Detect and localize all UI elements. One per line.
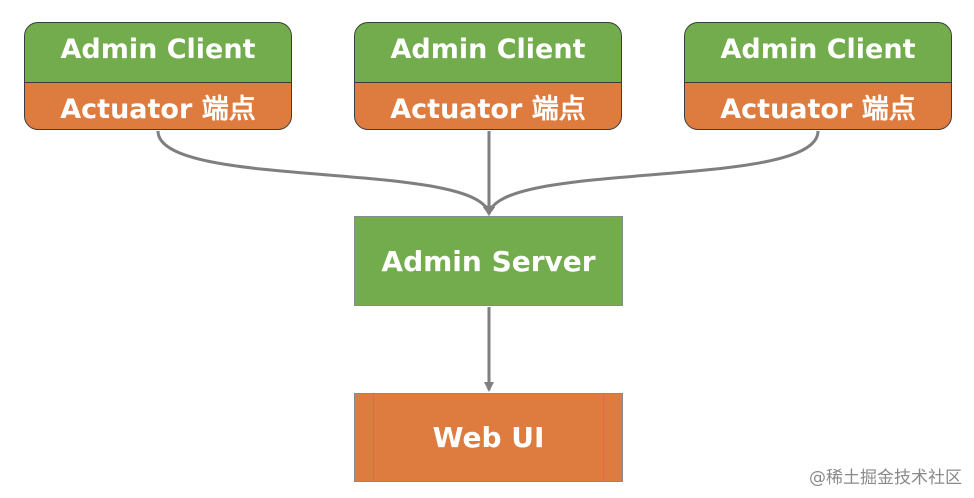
web-ui-label: Web UI: [432, 421, 545, 454]
actuator-endpoint-label: Actuator 端点: [24, 82, 292, 130]
admin-client-title: Admin Client: [354, 22, 622, 84]
admin-client-title: Admin Client: [684, 22, 952, 84]
web-ui-right-divider: [603, 394, 604, 481]
arrow-client1-to-server: [156, 130, 493, 216]
admin-server-label: Admin Server: [381, 244, 596, 278]
admin-client-node-1: Admin Client Actuator 端点: [24, 22, 292, 130]
admin-client-node-2: Admin Client Actuator 端点: [354, 22, 622, 130]
actuator-endpoint-label: Actuator 端点: [684, 82, 952, 130]
arrow-client3-to-server: [485, 130, 820, 216]
admin-client-node-3: Admin Client Actuator 端点: [684, 22, 952, 130]
web-ui-left-divider: [373, 394, 374, 481]
admin-server-node: Admin Server: [354, 216, 623, 306]
watermark: @稀土掘金技术社区: [809, 468, 962, 488]
admin-client-title: Admin Client: [24, 22, 292, 84]
web-ui-node: Web UI: [354, 393, 623, 482]
actuator-endpoint-label: Actuator 端点: [354, 82, 622, 130]
